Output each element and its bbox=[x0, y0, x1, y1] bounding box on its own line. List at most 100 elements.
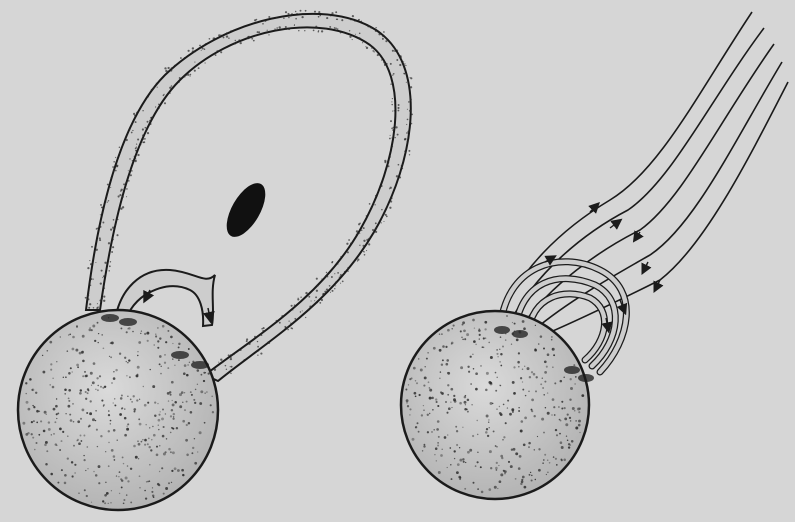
stipple-dot bbox=[409, 408, 411, 410]
stipple-dot bbox=[407, 119, 409, 121]
stipple-dot bbox=[335, 11, 337, 13]
stipple-dot bbox=[520, 377, 522, 379]
stipple-dot bbox=[48, 421, 50, 423]
stipple-dot bbox=[101, 334, 103, 336]
stipple-dot bbox=[179, 405, 182, 408]
stipple-dot bbox=[95, 389, 96, 390]
stipple-dot bbox=[114, 459, 116, 461]
stipple-dot bbox=[128, 359, 130, 361]
stipple-dot bbox=[257, 346, 259, 348]
stipple-dot bbox=[555, 458, 557, 460]
stipple-dot bbox=[496, 408, 497, 409]
stipple-dot bbox=[433, 347, 436, 350]
stipple-dot bbox=[462, 339, 463, 340]
stipple-dot bbox=[570, 387, 573, 390]
stipple-dot bbox=[409, 154, 410, 155]
stipple-dot bbox=[190, 411, 193, 414]
stipple-dot bbox=[50, 369, 52, 371]
stipple-dot bbox=[26, 393, 27, 394]
stipple-dot bbox=[42, 355, 43, 356]
stipple-dot bbox=[176, 427, 178, 429]
stipple-dot bbox=[124, 357, 126, 359]
stipple-dot bbox=[357, 233, 359, 235]
stipple-dot bbox=[138, 418, 140, 420]
stipple-dot bbox=[523, 327, 526, 330]
stipple-dot bbox=[130, 399, 132, 401]
stipple-dot bbox=[68, 389, 71, 392]
stipple-dot bbox=[315, 296, 317, 298]
stipple-dot bbox=[521, 420, 524, 423]
stipple-dot bbox=[540, 335, 543, 338]
stipple-dot bbox=[226, 46, 227, 47]
stipple-dot bbox=[471, 404, 472, 405]
stipple-dot bbox=[358, 19, 359, 20]
stipple-dot bbox=[119, 413, 122, 416]
stipple-dot bbox=[325, 28, 326, 29]
stipple-dot bbox=[154, 415, 156, 417]
stipple-dot bbox=[184, 392, 185, 393]
stipple-dot bbox=[560, 380, 563, 383]
stipple-dot bbox=[121, 479, 123, 481]
stipple-dot bbox=[111, 341, 114, 344]
stipple-dot bbox=[234, 43, 236, 45]
stipple-dot bbox=[140, 144, 141, 145]
stipple-dot bbox=[411, 377, 413, 379]
stipple-dot bbox=[100, 299, 102, 301]
stipple-dot bbox=[205, 43, 206, 44]
stipple-dot bbox=[135, 456, 138, 459]
stipple-dot bbox=[366, 215, 368, 217]
stipple-dot bbox=[74, 472, 75, 473]
stipple-dot bbox=[230, 366, 231, 367]
stipple-dot bbox=[82, 335, 85, 338]
stipple-dot bbox=[406, 399, 409, 402]
stipple-dot bbox=[74, 464, 76, 466]
stipple-dot bbox=[42, 371, 45, 374]
stipple-dot bbox=[326, 288, 328, 290]
stipple-dot bbox=[49, 384, 50, 385]
stipple-dot bbox=[445, 346, 447, 348]
stipple-dot bbox=[439, 333, 440, 334]
stipple-dot bbox=[123, 499, 125, 501]
stipple-dot bbox=[340, 283, 341, 284]
stipple-dot bbox=[305, 292, 307, 294]
stipple-dot bbox=[503, 436, 505, 438]
stipple-dot bbox=[189, 75, 190, 76]
stipple-dot bbox=[544, 360, 547, 363]
stipple-dot bbox=[157, 347, 159, 349]
stipple-dot bbox=[496, 469, 498, 471]
stipple-dot bbox=[268, 342, 270, 344]
stipple-dot bbox=[374, 204, 375, 205]
stipple-dot bbox=[63, 377, 64, 378]
stipple-dot bbox=[129, 129, 131, 131]
stipple-dot bbox=[347, 270, 349, 272]
stipple-dot bbox=[581, 394, 584, 397]
stipple-dot bbox=[108, 317, 109, 318]
stipple-dot bbox=[187, 364, 188, 365]
stipple-dot bbox=[375, 228, 377, 230]
stipple-dot bbox=[99, 226, 101, 228]
stipple-dot bbox=[200, 390, 203, 393]
stipple-dot bbox=[254, 336, 256, 338]
stipple-dot bbox=[575, 427, 578, 430]
stipple-dot bbox=[198, 67, 200, 69]
stipple-dot bbox=[300, 311, 301, 312]
stipple-dot bbox=[139, 487, 141, 489]
stipple-dot bbox=[389, 207, 391, 209]
stipple-dot bbox=[436, 460, 437, 461]
stipple-dot bbox=[375, 27, 376, 28]
stipple-dot bbox=[308, 309, 310, 311]
stipple-dot bbox=[411, 123, 413, 125]
stipple-dot bbox=[460, 366, 463, 369]
stipple-dot bbox=[171, 470, 173, 472]
footpoint bbox=[101, 314, 119, 322]
stipple-dot bbox=[377, 54, 379, 56]
stipple-dot bbox=[522, 389, 524, 391]
stipple-dot bbox=[553, 406, 555, 408]
stipple-dot bbox=[199, 45, 201, 47]
stipple-dot bbox=[86, 412, 88, 414]
stipple-dot bbox=[405, 65, 406, 66]
stipple-dot bbox=[505, 333, 506, 334]
stipple-dot bbox=[500, 385, 501, 386]
stipple-dot bbox=[257, 355, 258, 356]
